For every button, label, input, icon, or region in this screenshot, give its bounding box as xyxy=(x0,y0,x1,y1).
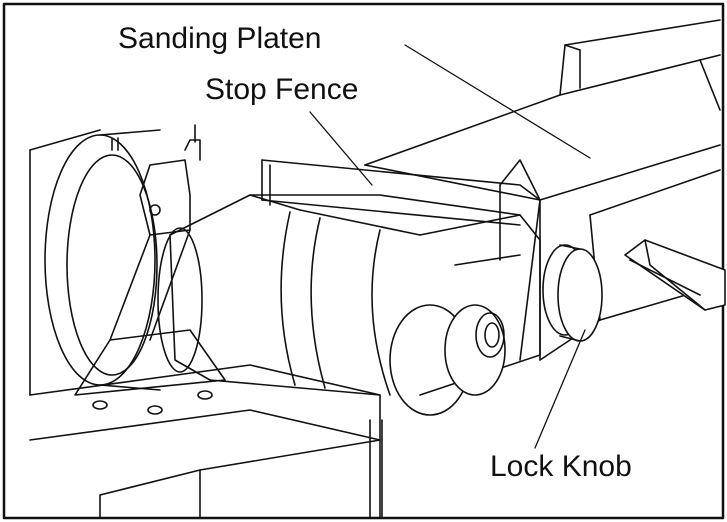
bearing-bracket xyxy=(74,124,226,415)
drum-body xyxy=(157,194,521,396)
leader-lines xyxy=(309,44,591,449)
lock-knob-label: Lock Knob xyxy=(490,450,632,483)
lock-knob xyxy=(542,244,603,342)
sanding-platen xyxy=(364,19,721,361)
side-handle xyxy=(624,239,726,311)
stop-fence xyxy=(261,159,541,361)
lock-knob-leader xyxy=(534,329,586,449)
end-plate xyxy=(389,214,541,416)
stop-fence-leader xyxy=(309,111,373,186)
sanding-platen-leader xyxy=(404,44,591,159)
sanding-platen-label: Sanding Platen xyxy=(118,22,322,55)
stop-fence-label: Stop Fence xyxy=(205,73,359,106)
motor-housing xyxy=(29,129,161,396)
machine-base xyxy=(29,364,383,519)
